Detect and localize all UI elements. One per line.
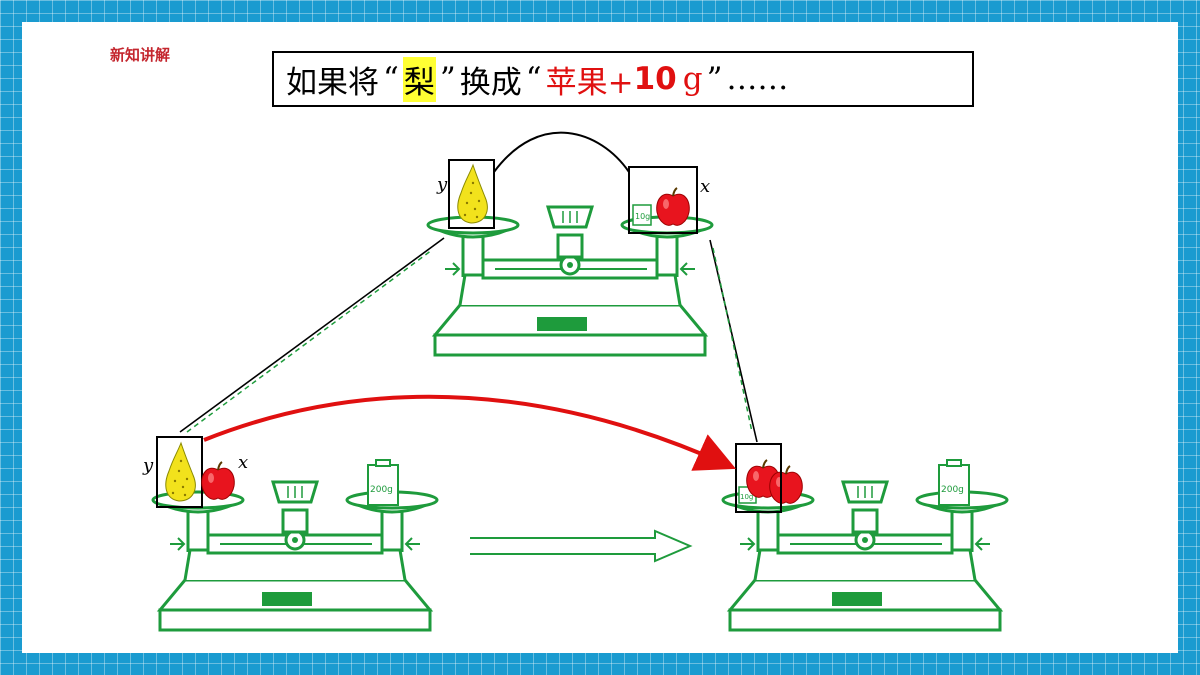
top-apple-var: x [700,176,710,197]
top-scale [426,205,714,357]
line-top-to-right [709,239,758,443]
left-weight-label: 200g [370,485,393,495]
title-unit: g [682,61,703,97]
line-top-to-right-dashed [712,247,753,433]
title-number: 10 [633,61,677,97]
left-apple-var: x [238,452,248,473]
top-apple-box: 10g x [628,166,710,234]
top-pear-var: y [436,174,448,195]
title-middle: 换成 [459,64,522,101]
top-small-weight-label: 10g [635,212,650,221]
small-weight-icon [632,204,652,226]
title-quote-open: “ [383,61,399,97]
line-left-to-top-dashed [186,249,433,433]
title-ellipsis: …… [726,61,789,97]
title-quote-close: ” [439,61,456,97]
hollow-right-arrow [470,529,693,563]
left-pear-var: y [142,455,154,476]
right-apples-box: 10g [735,443,804,513]
right-weight-label: 200g [941,485,964,495]
title-pear-highlight: 梨 [402,56,436,102]
title-quote-close-2: ” [706,61,723,97]
title-box: 如果将 “ 梨 ” 换成 “ 苹果+ 10 g ” …… [272,51,974,107]
right-small-weight-label: 10g [740,493,753,501]
title-prefix: 如果将 [286,64,379,101]
red-curved-arrow [203,394,736,471]
title-quote-open-2: “ [525,61,542,97]
right-200g-weight: 200g [938,459,970,506]
line-left-to-top [179,237,445,433]
top-pear-box: y [436,159,495,229]
left-apple: x [200,452,248,501]
left-200g-weight: 200g [367,459,399,506]
left-pear-box: y [142,436,203,508]
swap-curve [493,131,630,173]
title-red-text: 苹果+ [545,64,634,101]
section-tag: 新知讲解 [110,46,171,64]
